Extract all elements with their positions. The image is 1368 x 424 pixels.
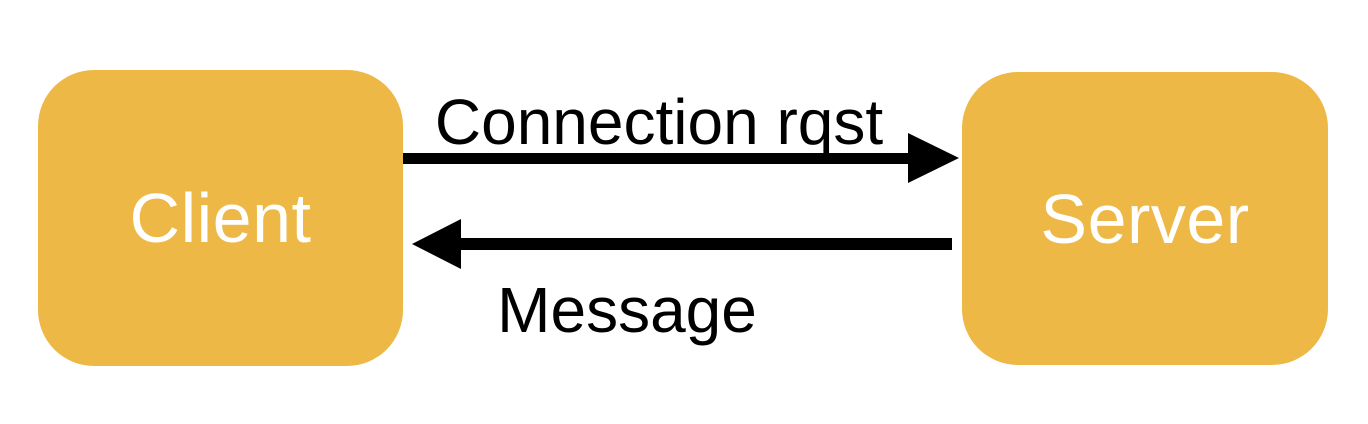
node-server-label: Server — [1040, 179, 1250, 258]
arrow-message-line — [455, 238, 952, 250]
arrow-connection-request-line — [403, 153, 915, 164]
arrow-connection-request-label: Connection rqst — [434, 86, 884, 158]
arrowhead-right-icon — [908, 133, 959, 183]
node-client-label: Client — [129, 179, 312, 257]
arrowhead-left-icon — [412, 219, 461, 269]
node-client: Client — [38, 70, 403, 366]
arrow-message-label: Message — [497, 274, 757, 346]
node-server: Server — [962, 72, 1328, 365]
